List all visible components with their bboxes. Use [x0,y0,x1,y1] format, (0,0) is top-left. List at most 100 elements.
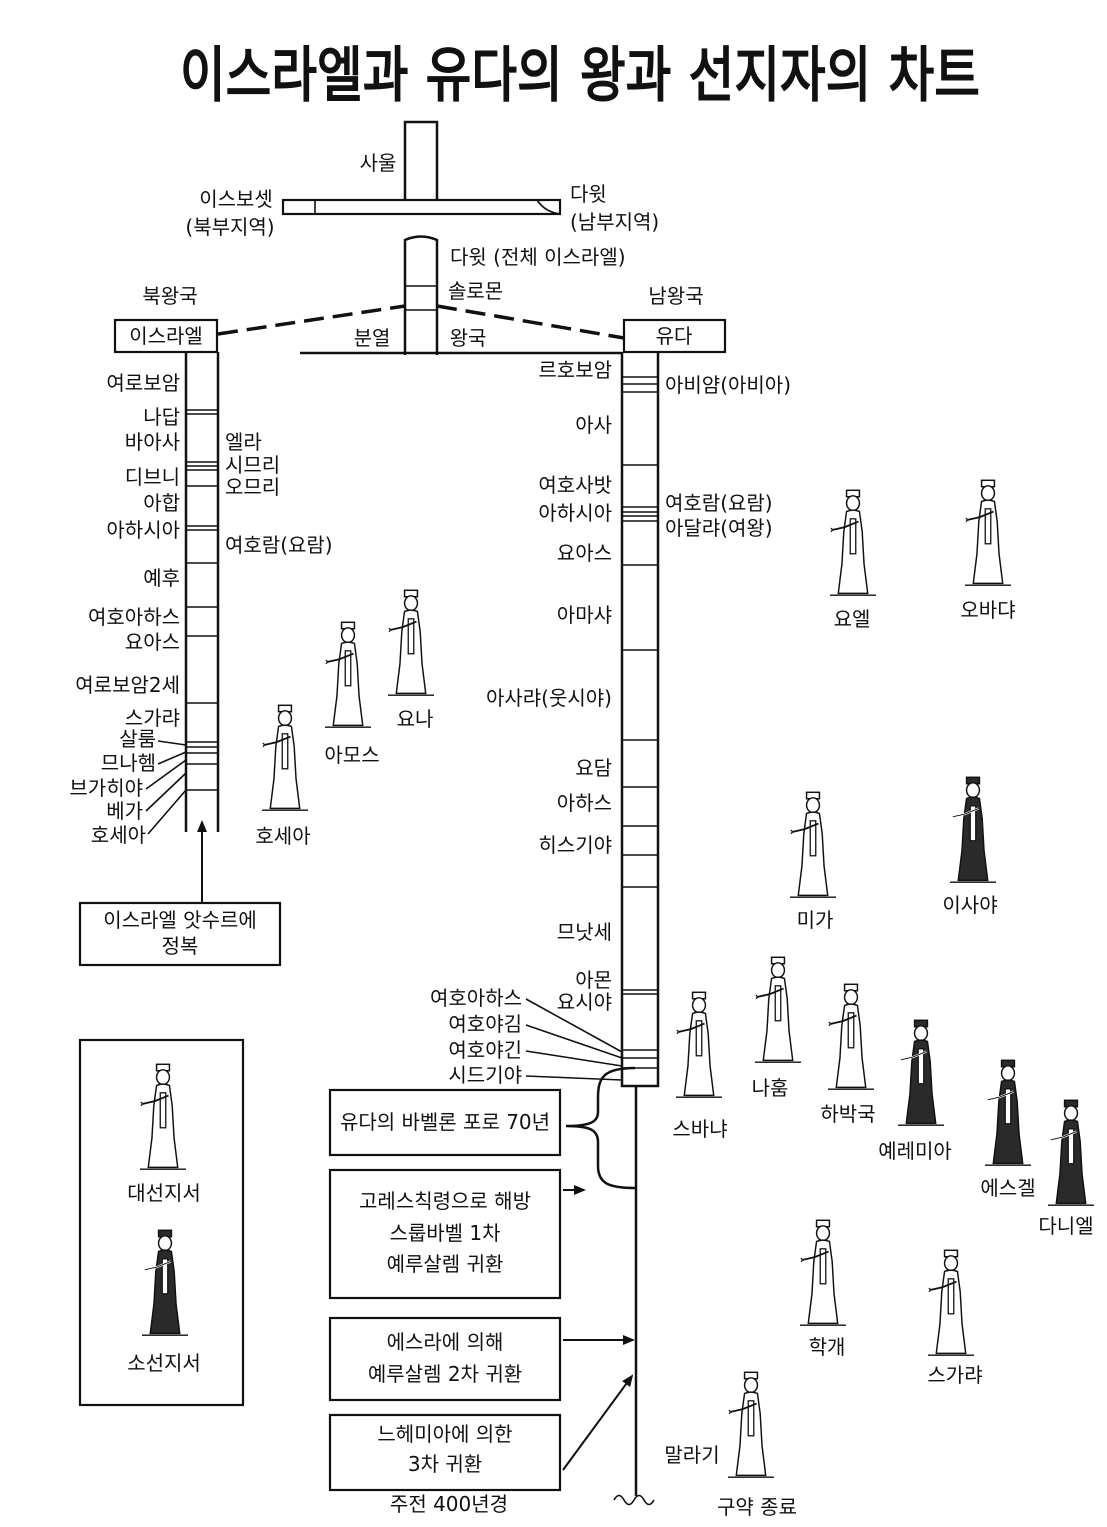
third-return-line: 느헤미아에 의한 [377,1422,512,1446]
north-heading: 북왕국 [142,284,197,308]
prophet-label: 이사야 [942,893,997,917]
prophet-figure-icon [388,589,434,697]
north-king: 시므리 [225,453,280,477]
prophet-label: 스바냐 [672,1117,727,1141]
exile-box [328,1088,562,1157]
south-king: 아사 [575,413,612,437]
south-king: 요담 [575,756,612,780]
prophet-zechariah: 스가랴 [927,1249,983,1387]
prophet-ezekiel: 에스겔 [980,1059,1036,1200]
south-king: 므낫세 [557,920,612,944]
split-to-judah [436,304,625,340]
prophet-figure-icon [755,956,801,1064]
first-return-line: 예루살렘 귀환 [387,1252,504,1276]
date-label: 주전 400년경 [390,1492,508,1516]
north-kingdom: 북왕국 이스라엘 여로보암 나답 바아사 엘라 시므리 디브니 오므리 아합 아… [69,284,333,967]
prophet-label: 요엘 [834,607,871,631]
prophet-figure-icon [985,1059,1031,1167]
prophet-hosea: 호세아 [255,704,311,848]
david-united-label: 다윗 (전체 이스라엘) [450,245,626,269]
timeline-end-squiggle [613,1494,655,1506]
north-king: 오므리 [225,475,280,499]
judah-box [622,318,727,354]
prophet-jeremiah: 예레미아 [878,1019,952,1163]
north-king: 여호아하스 [88,605,180,629]
saul-label: 사울 [360,151,397,175]
israel-fall-line: 이스라엘 앗수르에 [103,908,257,932]
prophet-label: 요나 [397,707,434,731]
united-kingdom-structure: 사울 이스보셋 (북부지역) 다윗 (남부지역) 다윗 (전체 이스라엘) 솔로… [185,120,659,355]
ishbosheth-label: 이스보셋 [199,187,273,211]
david-region-label: (남부지역) [570,210,659,234]
south-king: 아비얌(아비아) [665,373,791,397]
prophet-zephaniah: 스바냐 [672,991,728,1141]
israel-fall-box [78,901,282,967]
south-king: 아하시아 [538,501,612,525]
north-king: 호세아 [91,823,146,847]
prophet-micah: 미가 [790,791,836,932]
prophet-haggai: 학개 [800,1219,846,1359]
south-king: 여호야김 [448,1012,522,1036]
south-heading: 남왕국 [648,284,703,308]
prophet-figure-icon [676,991,722,1099]
prophet-label: 호세아 [255,824,310,848]
legend-minor-label: 소선지서 [127,1351,201,1375]
north-king: 여호람(요람) [225,533,333,557]
united-israel-column [403,235,439,355]
ot-end-label: 구약 종료 [717,1495,797,1519]
chart-title: 이스라엘과 유다의 왕과 선지자의 차트 [180,41,980,111]
south-leader-lines [525,998,623,1081]
prophets: 요엘 오바댜 요나 아모스 호세아 미가 이사야 나훔 [255,479,1094,1479]
south-column [620,352,660,1088]
south-kingdom: 남왕국 유다 르호보암 아비얌(아비아) 아사 여호사밧 여호람(요람) 아하시… [430,284,791,1506]
south-king: 아달랴(여왕) [665,516,773,540]
prophet-figure-icon [965,479,1011,587]
south-king: 시드기야 [448,1063,522,1087]
david-label: 다윗 [570,182,607,206]
exile-brace [565,1066,636,1190]
prophet-label: 예레미아 [878,1139,952,1163]
prophet-figure-icon [928,1249,974,1357]
south-king: 요아스 [557,541,612,565]
solomon-label: 솔로몬 [448,279,503,303]
north-king: 여로보암 [106,371,180,395]
north-king: 엘라 [225,430,262,454]
south-reign-dividers [622,376,658,1069]
south-king: 르호보암 [538,358,612,382]
south-king: 요시야 [557,990,612,1014]
israel-fall-line: 정복 [162,934,199,958]
prophet-figure-icon [950,776,996,884]
israel-box [113,318,219,354]
saul-column [403,120,439,200]
ishbosheth-region-label: (북부지역) [185,215,274,239]
north-king: 여로보암2세 [75,673,180,697]
north-king: 나답 [143,405,180,429]
prophet-obadiah: 오바댜 [960,479,1016,622]
prophet-figure-icon [325,621,371,729]
division-left-label: 분열 [354,326,391,350]
prophet-figure-icon [898,1019,944,1127]
prophet-joel: 요엘 [830,489,876,631]
prophet-label: 에스겔 [980,1176,1035,1200]
legend: 대선지서 소선지서 [78,1038,245,1407]
south-king: 아마샤 [557,603,612,627]
prophet-label: 미가 [797,908,834,932]
north-column [184,352,220,832]
division-right-label: 왕국 [450,326,487,350]
prophet-label: 하박국 [820,1102,875,1126]
prophet-label: 아모스 [324,743,379,767]
prophet-figure-icon [1048,1099,1094,1207]
exile-and-returns: 유다의 바벨론 포로 70년 고레스칙령으로 해방 스룹바벨 1차 예루살렘 귀… [328,1066,797,1519]
judah-label: 유다 [656,324,693,348]
second-return-line: 에스라에 의해 [387,1330,504,1354]
prophet-figure-icon [728,1371,774,1479]
prophet-label: 학개 [809,1335,846,1359]
south-king: 여호사밧 [538,473,612,497]
south-king: 히스기야 [538,833,612,857]
prophet-habakkuk: 하박국 [820,983,876,1126]
south-king: 여호람(요람) [665,491,773,515]
prophet-nahum: 나훔 [752,956,801,1100]
second-return-line: 예루살렘 2차 귀환 [368,1362,522,1386]
exile-label: 유다의 바벨론 포로 70년 [340,1110,550,1134]
